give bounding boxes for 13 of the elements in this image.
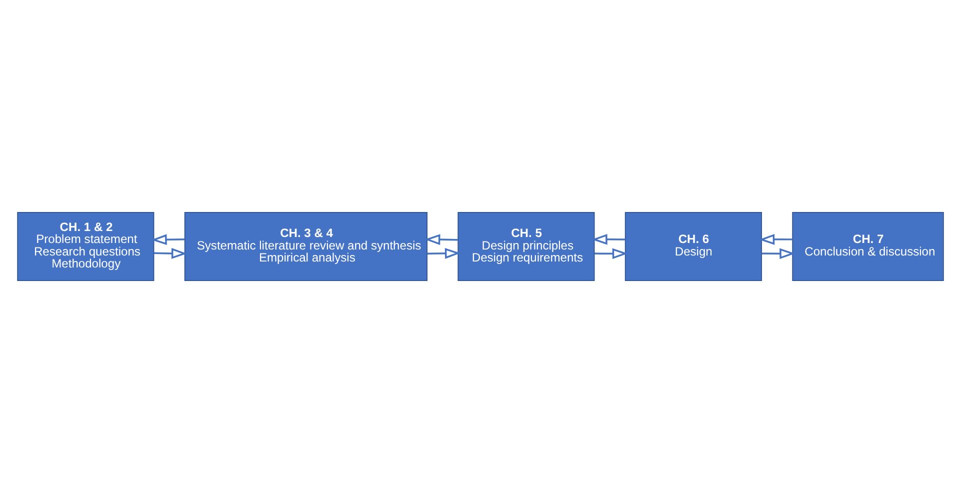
node-box: CH. 6 Design	[624, 212, 762, 281]
node-box: CH. 7 Conclusion & discussion	[792, 212, 944, 281]
arrow	[154, 248, 188, 259]
arrow	[427, 248, 461, 259]
arrow	[594, 248, 628, 260]
arrow	[592, 234, 626, 245]
arrow	[424, 234, 458, 245]
arrow	[762, 248, 796, 260]
node-box: CH. 3 & 4 Systematic literature review and synthesis Empirical analysis	[184, 212, 428, 281]
arrow	[151, 234, 184, 246]
node-box: CH. 5 Design principles Design requirements	[458, 212, 595, 281]
arrow	[759, 234, 793, 245]
node-box: CH. 1 & 2 Problem statement Research questions Methodology	[17, 212, 154, 281]
